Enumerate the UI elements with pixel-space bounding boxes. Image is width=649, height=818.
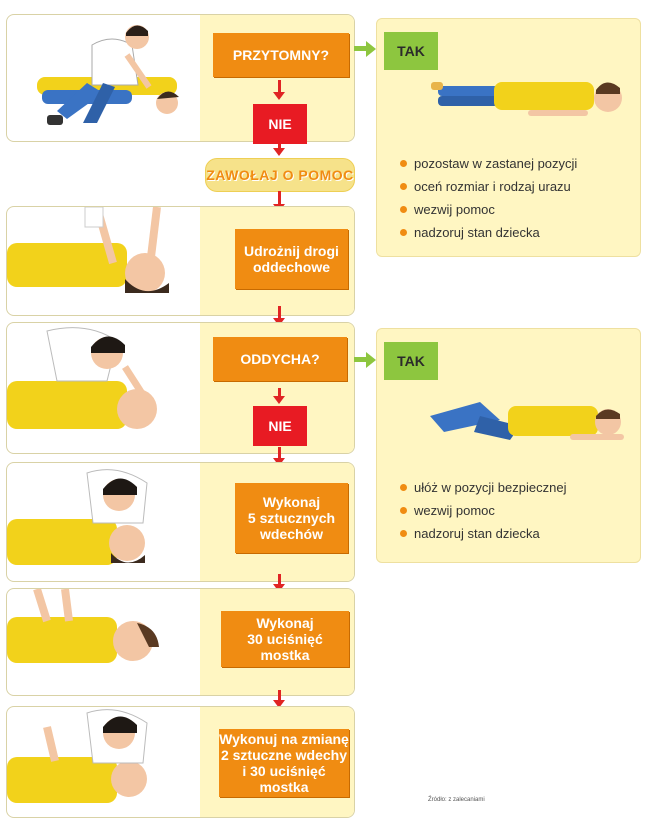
nie1-badge: NIE bbox=[253, 104, 307, 144]
arrow-stem bbox=[278, 388, 281, 398]
rescuer-kneeling-illustration bbox=[37, 25, 179, 125]
arrow-stem bbox=[278, 574, 281, 586]
panel-zmiana: Wykonuj na zmianę 2 sztuczne wdechy i 30… bbox=[6, 706, 355, 818]
panel-ucisniecia: Wykonaj 30 uciśnięć mostka bbox=[6, 588, 355, 696]
step-wdechy: Wykonaj 5 sztucznych wdechów bbox=[235, 483, 348, 553]
tak2-bullet: nadzoruj stan dziecka bbox=[400, 522, 566, 545]
tak2-bullet-list: ułóż w pozycji bezpiecznej wezwij pomoc … bbox=[400, 476, 566, 545]
child-recovery-position-illustration bbox=[430, 402, 624, 440]
arrow-right-tak1-head bbox=[366, 41, 376, 57]
arrow-stem bbox=[278, 144, 281, 150]
arrow-down bbox=[273, 396, 285, 404]
arrow-right-tak2-head bbox=[366, 352, 376, 368]
step-oddycha: ODDYCHA? bbox=[213, 337, 347, 381]
tak2-bullet: ułóż w pozycji bezpiecznej bbox=[400, 476, 566, 499]
chest-compressions-illustration bbox=[7, 589, 159, 663]
airway-open-illustration bbox=[7, 207, 169, 293]
step-przytomny: PRZYTOMNY? bbox=[213, 33, 349, 77]
tak2-bullet: wezwij pomoc bbox=[400, 499, 566, 522]
tak1-badge: TAK bbox=[384, 32, 438, 70]
tak1-bullet-list: pozostaw w zastanej pozycji oceń rozmiar… bbox=[400, 152, 577, 244]
rescue-breaths-illustration bbox=[7, 469, 148, 565]
step-ucisniecia: Wykonaj 30 uciśnięć mostka bbox=[221, 611, 349, 667]
alternate-cpr-illustration bbox=[7, 709, 148, 803]
arrow-stem bbox=[278, 306, 281, 320]
tak1-bullet: pozostaw w zastanej pozycji bbox=[400, 152, 577, 175]
tak2-badge: TAK bbox=[384, 342, 438, 380]
source-footer: Źródło: z zalecaniami bbox=[428, 797, 485, 803]
panel-wdechy: Wykonaj 5 sztucznych wdechów bbox=[6, 462, 355, 582]
nie2-badge: NIE bbox=[253, 406, 307, 446]
arrow-stem bbox=[278, 690, 281, 702]
child-lying-back-illustration bbox=[431, 82, 622, 116]
arrow-stem bbox=[278, 80, 281, 92]
arrow-down bbox=[273, 148, 285, 156]
arrow-down bbox=[273, 92, 285, 100]
arrow-stem bbox=[278, 191, 281, 205]
tak1-bullet: wezwij pomoc bbox=[400, 198, 577, 221]
tak1-bullet: oceń rozmiar i rodzaj urazu bbox=[400, 175, 577, 198]
panel-przytomny: PRZYTOMNY? bbox=[6, 14, 355, 142]
arrow-down bbox=[273, 700, 285, 708]
step-udroznij: Udrożnij drogi oddechowe bbox=[235, 229, 348, 289]
arrow-right-tak2 bbox=[354, 357, 368, 362]
call-for-help-label: ZAWOŁAJ O POMOC bbox=[205, 158, 355, 192]
arrow-right-tak1 bbox=[354, 46, 368, 51]
check-breathing-illustration bbox=[7, 327, 157, 429]
step-zmiana: Wykonuj na zmianę 2 sztuczne wdechy i 30… bbox=[219, 729, 349, 797]
arrow-stem bbox=[278, 447, 281, 459]
panel-udroznij: Udrożnij drogi oddechowe bbox=[6, 206, 355, 316]
tak1-bullet: nadzoruj stan dziecka bbox=[400, 221, 577, 244]
panel-oddycha: ODDYCHA? bbox=[6, 322, 355, 454]
